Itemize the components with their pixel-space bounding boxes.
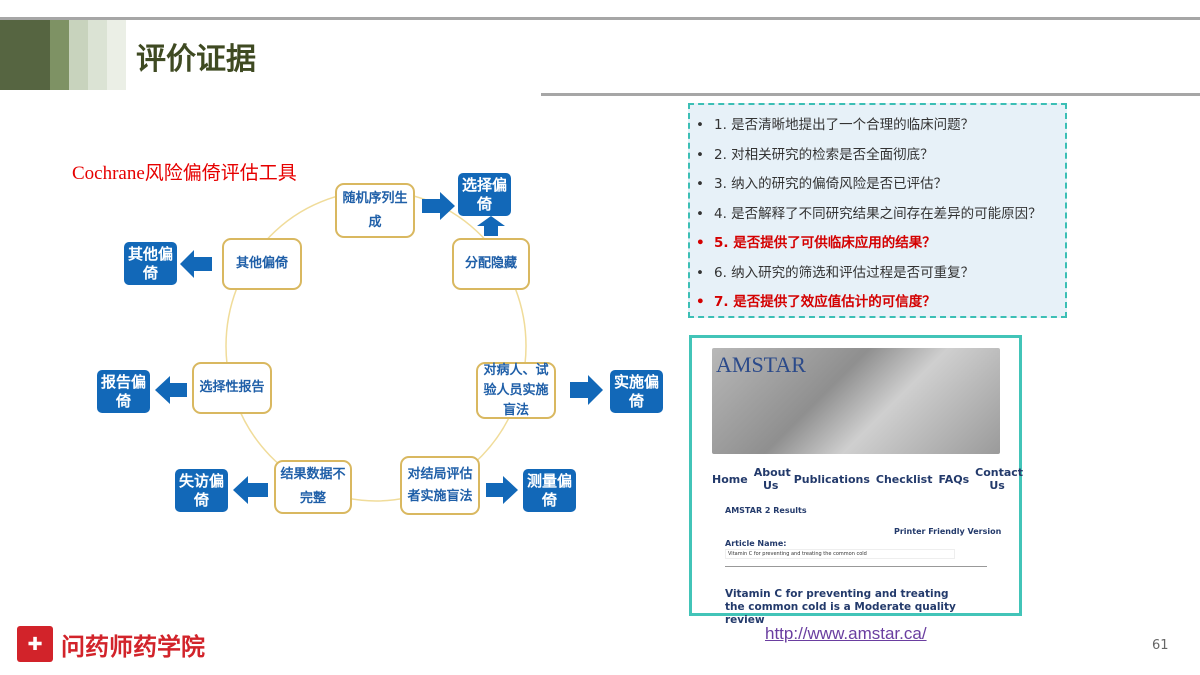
outcome-reporting-bias: 报告偏倚 [97, 370, 150, 413]
outcome-detection-bias: 测量偏倚 [523, 469, 576, 512]
nav-publications[interactable]: Publications [793, 472, 870, 486]
arrow-left-icon [233, 476, 268, 504]
article-field[interactable]: Vitamin C for preventing and treating th… [725, 549, 955, 559]
node-selective-reporting: 选择性报告 [192, 362, 272, 414]
question-item: •2. 对相关研究的检索是否全面彻底？ [696, 146, 934, 163]
printer-link[interactable]: Printer Friendly Version [894, 527, 1002, 536]
question-text: 5. 是否提供了可供临床应用的结果？ [714, 235, 936, 251]
question-text: 2. 对相关研究的检索是否全面彻底？ [714, 146, 934, 163]
nav-home[interactable]: Home [712, 472, 748, 486]
outcome-selection-bias: 选择偏倚 [458, 173, 511, 216]
outcome-attrition-bias: 失访偏倚 [175, 469, 228, 512]
node-allocation-concealment: 分配隐藏 [452, 238, 530, 290]
arrow-left-icon [155, 376, 187, 404]
header-bar [69, 20, 88, 90]
logo-text: 问药师药学院 [61, 632, 205, 661]
question-item-highlight: •7. 是否提供了效应值估计的可信度？ [696, 294, 936, 310]
amstar-questions: •1. 是否清晰地提出了一个合理的临床问题？ •2. 对相关研究的检索是否全面彻… [688, 103, 1067, 318]
arrow-left-icon [180, 250, 212, 278]
question-item: •1. 是否清晰地提出了一个合理的临床问题？ [696, 117, 975, 133]
question-item: •3. 纳入的研究的偏倚风险是否已评估？ [696, 176, 948, 192]
question-item-highlight: •5. 是否提供了可供临床应用的结果？ [696, 235, 936, 251]
nav-about[interactable]: About Us [753, 466, 791, 492]
arrow-right-icon [570, 375, 603, 405]
page-number: 61 [1152, 638, 1169, 653]
arrow-right-icon [422, 192, 455, 220]
node-other: 其他偏倚 [222, 238, 302, 290]
logo-book-icon: ✚ [17, 626, 53, 662]
results-title: AMSTAR 2 Results [725, 506, 807, 515]
top-rule [0, 17, 1200, 20]
node-incomplete-data: 结果数据不完整 [274, 460, 352, 514]
diagram-title: Cochrane风险偏倚评估工具 [72, 163, 297, 184]
amstar-screenshot: AMSTAR Home About Us Publications Checkl… [689, 335, 1024, 626]
header-bar [107, 20, 126, 90]
nav-contact[interactable]: Contact Us [975, 466, 1024, 492]
amstar-link[interactable]: http://www.amstar.ca/ [765, 624, 927, 643]
question-text: 4. 是否解释了不同研究结果之间存在差异的可能原因？ [714, 205, 1042, 222]
review-verdict: Vitamin C for preventing and treating th… [725, 588, 956, 626]
question-item: •6. 纳入研究的筛选和评估过程是否可重复？ [696, 264, 975, 281]
amstar-logo: AMSTAR [716, 352, 806, 377]
amstar-nav: Home About Us Publications Checklist FAQ… [712, 466, 1024, 492]
node-blinding-outcome: 对结局评估者实施盲法 [400, 456, 480, 515]
question-text: 6. 纳入研究的筛选和评估过程是否可重复？ [714, 264, 975, 281]
arrow-right-icon [486, 476, 518, 504]
outcome-other-bias: 其他偏倚 [124, 242, 177, 285]
amstar-banner-image: AMSTAR [712, 348, 1000, 454]
question-text: 3. 纳入的研究的偏倚风险是否已评估？ [714, 176, 948, 192]
footer-logo: ✚ 问药师药学院 [17, 626, 205, 662]
header-bar [0, 20, 50, 90]
question-text: 1. 是否清晰地提出了一个合理的临床问题？ [714, 117, 975, 133]
header-bar [88, 20, 107, 90]
diagram-connectors [155, 190, 603, 504]
arrow-up-icon [477, 216, 505, 236]
divider [725, 566, 987, 567]
header-rule [541, 93, 1200, 96]
header-bar [50, 20, 69, 90]
article-label: Article Name: [725, 539, 787, 548]
outcome-performance-bias: 实施偏倚 [610, 370, 663, 413]
question-text: 7. 是否提供了效应值估计的可信度？ [714, 294, 936, 310]
node-random-sequence: 随机序列生成 [335, 183, 415, 238]
page-title: 评价证据 [136, 42, 256, 77]
node-blinding-participants: 对病人、试验人员实施盲法 [476, 362, 556, 419]
question-item: •4. 是否解释了不同研究结果之间存在差异的可能原因？ [696, 205, 1042, 222]
nav-faqs[interactable]: FAQs [938, 472, 970, 486]
nav-checklist[interactable]: Checklist [875, 472, 933, 486]
